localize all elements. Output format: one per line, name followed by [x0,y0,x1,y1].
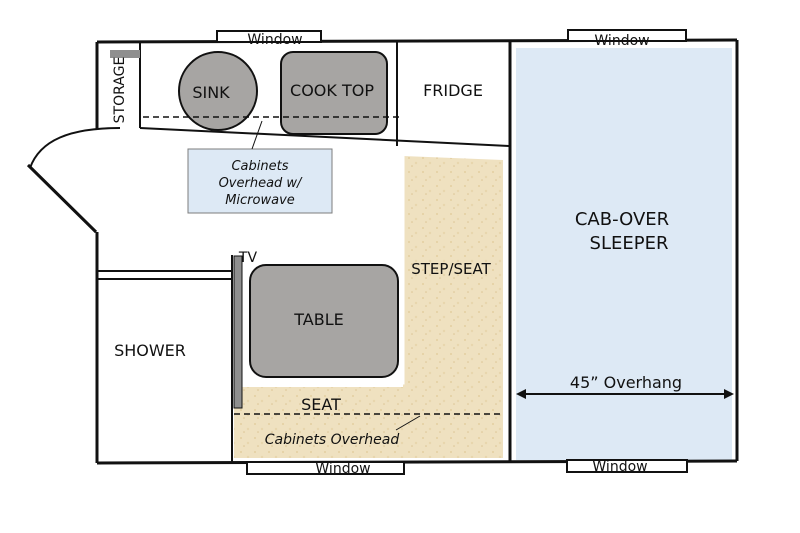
table-icon [249,264,399,378]
window-label-top-right: Window [594,33,649,49]
storage-label: STORAGE [112,57,128,124]
shower-label: SHOWER [114,341,186,360]
sink-label: SINK [192,83,230,102]
window-label-bottom-left: Window [315,461,370,477]
storage-shelf-marker [110,50,140,58]
cabover-label-line1: CAB-OVER [575,209,669,230]
callout-text-line2: Overhead w/ [219,176,303,191]
window-label-top-left: Window [247,32,302,48]
cabover-sleeper-area [516,48,732,460]
window-bottom-right [566,459,688,473]
window-bottom-left [246,461,405,475]
seat-area [234,156,503,458]
tv-label: TV [238,250,258,266]
callout-text-line1: Cabinets [231,159,288,174]
interior-walls [97,42,511,463]
table-label: TABLE [293,310,343,329]
window-top-left [216,30,322,43]
callout-box [187,148,333,214]
callout-text-line3: Microwave [225,193,295,208]
cooktop-label: COOK TOP [290,81,374,100]
cabinets-overhead-label: Cabinets Overhead [265,432,400,448]
cabover-label-line2: SLEEPER [590,233,669,254]
step-seat-label: STEP/SEAT [411,260,491,278]
callout-leader [251,120,263,150]
overhang-arrowhead-right [724,389,734,399]
fridge-label: FRIDGE [423,81,483,100]
sink-icon [178,51,258,131]
seat-label: SEAT [301,395,341,414]
overhang-label: 45” Overhang [570,373,682,392]
entry-door-arc [29,127,121,169]
window-top-right [567,29,687,42]
tv-icon [233,255,243,409]
entry-door-swing [26,163,98,234]
overhang-arrowhead-left [516,389,526,399]
window-label-bottom-right: Window [592,459,647,475]
windows [216,29,688,475]
bottom-cabinet-leader [395,415,421,431]
cooktop-icon [280,51,388,135]
seat-area-inner-border [244,156,405,385]
